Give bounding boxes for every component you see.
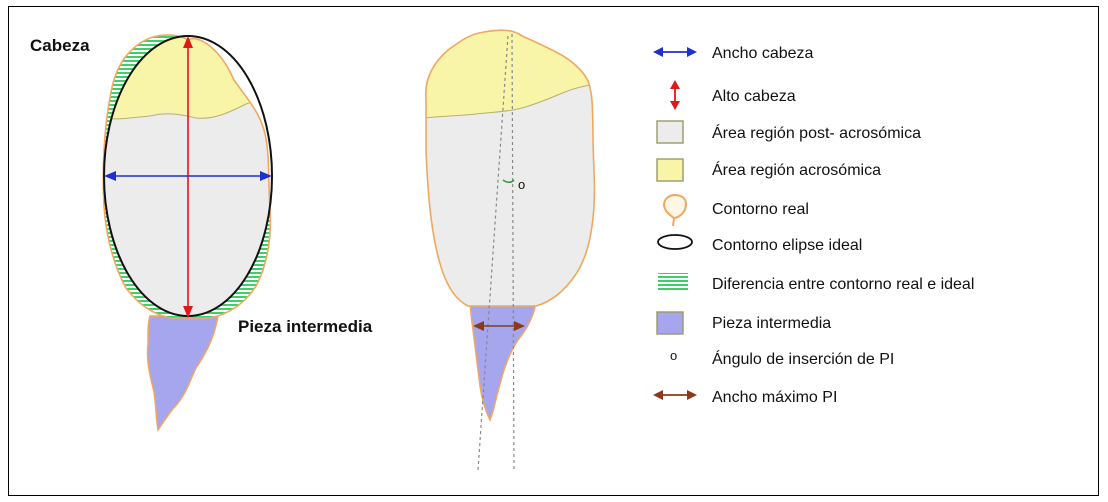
head-height-arrow: [183, 36, 193, 318]
head-axis-line: [511, 33, 515, 471]
legend-label-head-width: Ancho cabeza: [712, 45, 814, 62]
green-stripes-icon: [658, 273, 688, 292]
red-vertical-arrow-icon: [670, 80, 680, 110]
legend-label-ideal-ellipse: Contorno elipse ideal: [712, 237, 862, 254]
legend-labels: Ancho cabeza Alto cabeza Área región pos…: [712, 45, 974, 406]
ellipse-outline-icon: [657, 234, 693, 250]
circle-marker-icon: o: [670, 348, 677, 363]
midpiece-width-arrow: [473, 321, 525, 331]
yellow-square-icon: [656, 158, 684, 182]
purple-square-icon: [656, 311, 684, 335]
right-midpiece: [469, 297, 537, 422]
legend-icons: o: [653, 47, 697, 400]
legend-label-insertion-angle: Ángulo de inserción de PI: [712, 349, 894, 368]
legend-label-head-height: Alto cabeza: [712, 88, 796, 105]
midpiece-label: Pieza intermedia: [238, 317, 373, 336]
legend-label-acrosome: Área región acrosómica: [712, 160, 881, 179]
blue-double-arrow-icon: [653, 47, 697, 57]
right-sperm: o: [424, 29, 596, 471]
right-real-contour: [424, 29, 596, 307]
insertion-angle-marker: o: [518, 177, 525, 192]
legend-label-midpiece: Pieza intermedia: [712, 315, 831, 332]
gray-square-icon: [656, 120, 684, 144]
insertion-angle-arc: [502, 179, 515, 184]
brown-double-arrow-icon: [653, 390, 697, 400]
left-sperm: [102, 34, 273, 432]
head-width-arrow: [104, 171, 272, 181]
legend-label-midpiece-width: Ancho máximo PI: [712, 389, 837, 406]
orange-outline-icon: [662, 193, 688, 227]
left-midpiece: [146, 315, 219, 432]
left-real-contour: [102, 34, 272, 319]
midpiece-axis-line: [477, 35, 509, 471]
figure-frame: [8, 6, 1099, 496]
head-label: Cabeza: [30, 36, 90, 55]
legend-label-post-acrosome: Área región post- acrosómica: [712, 123, 921, 142]
legend-label-difference: Diferencia entre contorno real e ideal: [712, 276, 974, 293]
legend-label-real-contour: Contorno real: [712, 201, 809, 218]
